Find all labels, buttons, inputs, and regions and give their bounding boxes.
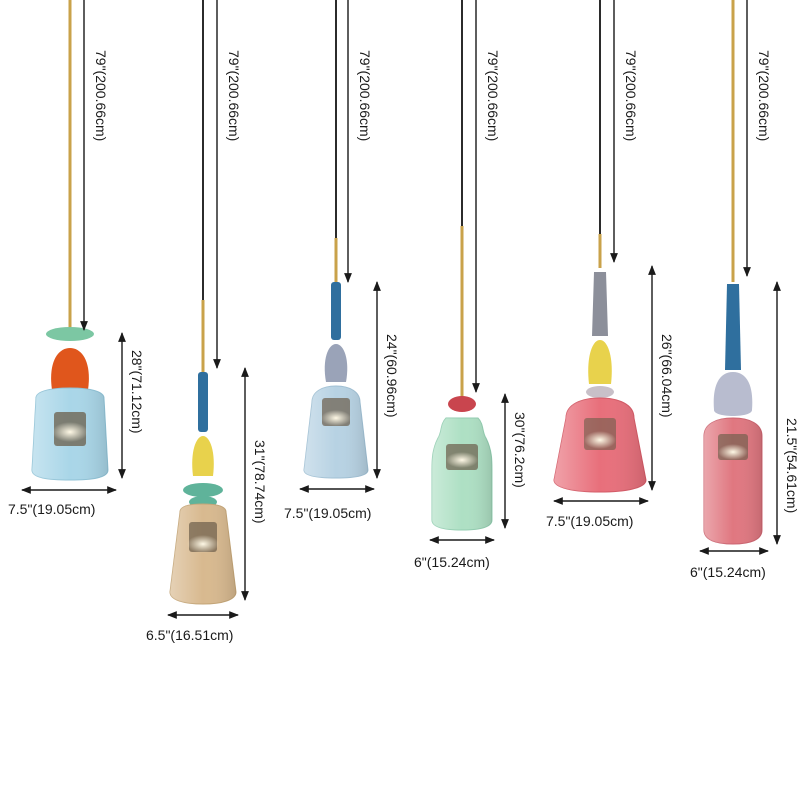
accent-bulb <box>192 436 214 476</box>
width-label: 6"(15.24cm) <box>690 564 766 580</box>
cord-length-label: 79"(200.66cm) <box>226 50 242 141</box>
accent-rod <box>331 282 341 340</box>
cord-length-label: 79"(200.66cm) <box>485 50 501 141</box>
lamp-1: 79"(200.66cm) 28"(71.12cm) 7.5"(19.05cm) <box>8 0 145 517</box>
width-label: 6.5"(16.51cm) <box>146 627 233 643</box>
accent-bead <box>448 396 476 412</box>
width-label: 7.5"(19.05cm) <box>284 505 371 521</box>
accent-bulb <box>51 348 89 390</box>
height-label: 26"(66.04cm) <box>659 334 675 418</box>
accent-bulb <box>713 372 753 416</box>
height-label: 21.5"(54.61cm) <box>784 418 800 513</box>
accent-bulb <box>588 340 612 384</box>
height-label: 31"(78.74cm) <box>252 440 268 524</box>
width-label: 7.5"(19.05cm) <box>8 501 95 517</box>
height-label: 28"(71.12cm) <box>129 350 145 434</box>
lamp-5: 79"(200.66cm) 26"(66.04cm) 7.5"(19.05cm) <box>546 0 675 529</box>
accent-rod <box>198 372 208 432</box>
accent-rod <box>725 284 741 370</box>
accent-bulb <box>324 344 348 382</box>
lamp-4: 79"(200.66cm) 30"(76.2cm) 6"(15.24cm) <box>414 0 528 570</box>
width-label: 6"(15.24cm) <box>414 554 490 570</box>
lamp-2: 79"(200.66cm) 31"(78.74cm) 6.5"(16.51cm) <box>146 0 268 643</box>
accent-disc <box>46 327 94 341</box>
lamp-3: 79"(200.66cm) 24"(60.96cm) 7.5"(19.05cm) <box>284 0 400 521</box>
cord-length-label: 79"(200.66cm) <box>623 50 639 141</box>
cord-length-label: 79"(200.66cm) <box>357 50 373 141</box>
cord-length-label: 79"(200.66cm) <box>93 50 109 141</box>
accent-disc <box>183 483 223 497</box>
accent-rod <box>592 272 608 336</box>
height-label: 24"(60.96cm) <box>384 334 400 418</box>
width-label: 7.5"(19.05cm) <box>546 513 633 529</box>
height-label: 30"(76.2cm) <box>512 412 528 488</box>
lamp-6: 79"(200.66cm) 21.5"(54.61cm) 6"(15.24cm) <box>690 0 800 580</box>
cord-length-label: 79"(200.66cm) <box>756 50 772 141</box>
